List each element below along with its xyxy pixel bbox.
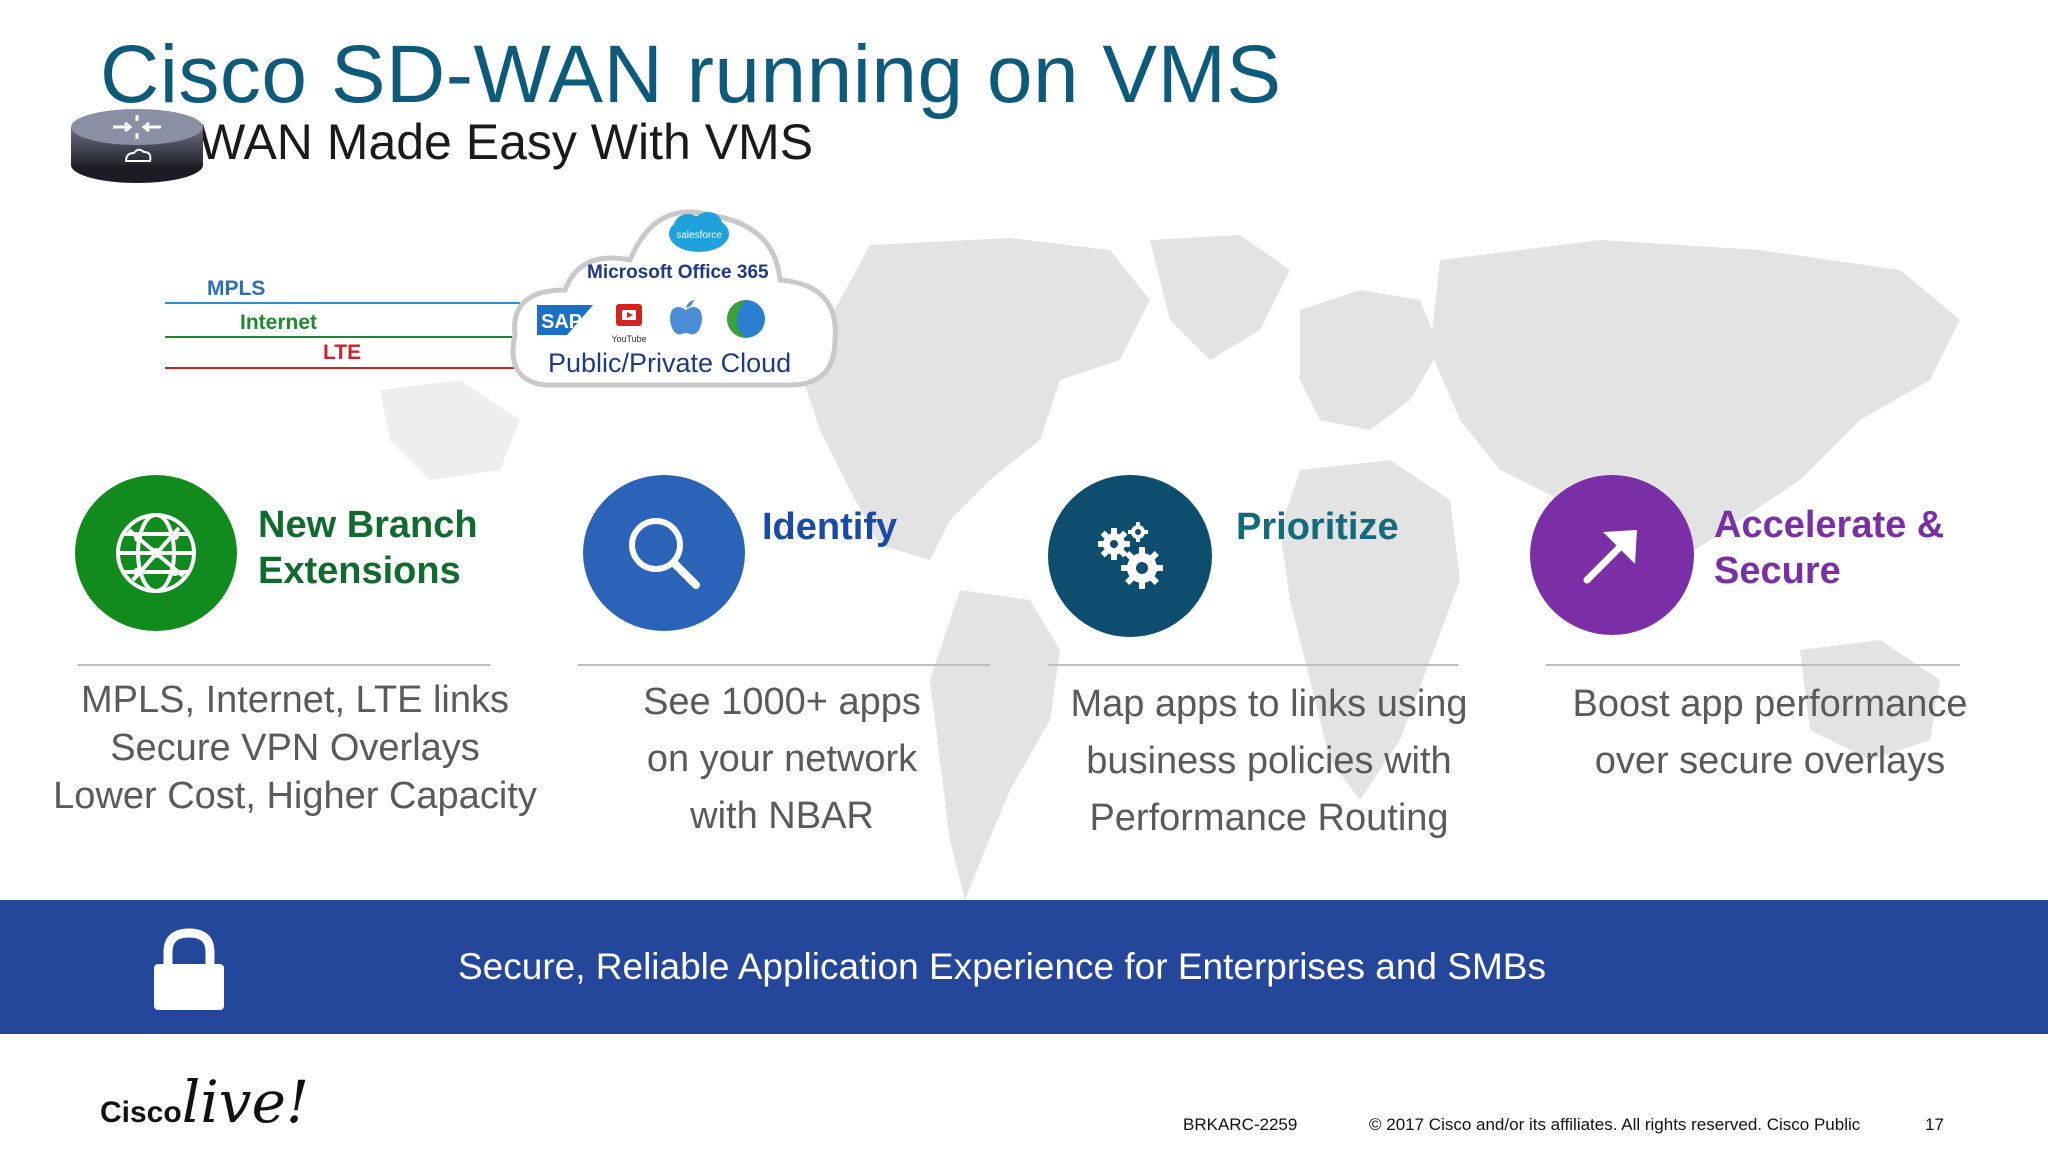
office-365-label: Microsoft Office 365 [587,262,769,283]
logo-live-text: live! [181,1068,310,1136]
apple-icon [670,300,702,335]
youtube-text: YouTube [611,334,646,344]
pillar-title-line: Accelerate & [1714,504,1945,546]
pillar-title-line: New Branch [258,504,478,546]
pillar-desc-line: Secure VPN Overlays [110,727,480,769]
pillar-desc-line: over secure overlays [1594,740,1946,782]
pillar-title: Prioritize [1236,504,1399,550]
page-number: 17 [1925,1115,1944,1134]
pillar-desc-line: Performance Routing [1089,797,1449,839]
pillar-description: See 1000+ apps on your network with NBAR [582,674,982,845]
cloud-label: Public/Private Cloud [548,348,792,378]
pillar-desc-line: Lower Cost, Higher Capacity [53,775,537,817]
pillar-divider [1546,664,1960,666]
mpls-link [165,302,520,304]
sap-icon: SAP [537,305,593,335]
arrow-up-right-icon [1583,530,1637,584]
lte-label: LTE [323,341,362,364]
pillar-description: Map apps to links using business policie… [1040,676,1498,847]
pillar-desc-line: Map apps to links using [1070,683,1468,725]
copyright-text: © 2017 Cisco and/or its affiliates. All … [1369,1115,1861,1134]
pillar-divider [78,664,490,666]
pillar-divider [1048,664,1458,666]
youtube-icon: YouTube [611,304,647,344]
cloud-icon [510,209,838,388]
pillar-circle-teal [1048,475,1212,637]
pillar-desc-line: with NBAR [690,795,874,837]
pillar-circle-blue [583,475,745,631]
magnifier-icon [629,518,700,589]
pillar-desc-line: See 1000+ apps [643,681,921,723]
pillar-circle-green [75,475,237,631]
banner [0,900,2048,1034]
internet-link [165,336,520,338]
pillar-description: Boost app performance over secure overla… [1540,676,2000,790]
slide-title: Cisco SD-WAN running on VMS [100,29,1282,120]
pillar-title-line: Secure [1714,550,1841,592]
logo-cisco-text: Cisco [100,1096,182,1129]
salesforce-text: salesforce [676,230,722,241]
slide-subtitle: SD-WAN Made Easy With VMS [112,114,814,170]
gears-icon [1098,522,1163,589]
internet-label: Internet [240,311,318,334]
pillar-desc-line: MPLS, Internet, LTE links [80,679,510,721]
salesforce-icon: salesforce [669,212,729,252]
mpls-label: MPLS [207,277,266,300]
globe-network-icon [116,513,196,593]
pillar-title-line: Extensions [258,550,461,592]
sap-text: SAP [541,311,582,333]
pillar-title: Identify [762,504,897,550]
cisco-live-logo: Ciscolive! [100,1068,309,1136]
pillar-divider [578,664,990,666]
pillar-desc-line: business policies with [1086,740,1452,782]
session-code: BRKARC-2259 [1183,1115,1298,1134]
pillar-description: MPLS, Internet, LTE links Secure VPN Ove… [40,676,550,820]
pillar-desc-line: on your network [646,738,918,780]
pillar-title-line: Identify [762,506,898,548]
router-icon [71,109,203,183]
lock-icon [154,928,224,1010]
pillar-circle-purple [1530,475,1694,635]
pillar-title: Accelerate & Secure [1714,502,1944,594]
pillar-title: New Branch Extensions [258,502,478,594]
pillar-desc-line: Boost app performance [1572,683,1968,725]
globe-icon [727,300,765,338]
banner-text: Secure, Reliable Application Experience … [458,946,1546,987]
lte-link [165,367,520,369]
pillar-title-line: Prioritize [1236,506,1399,548]
